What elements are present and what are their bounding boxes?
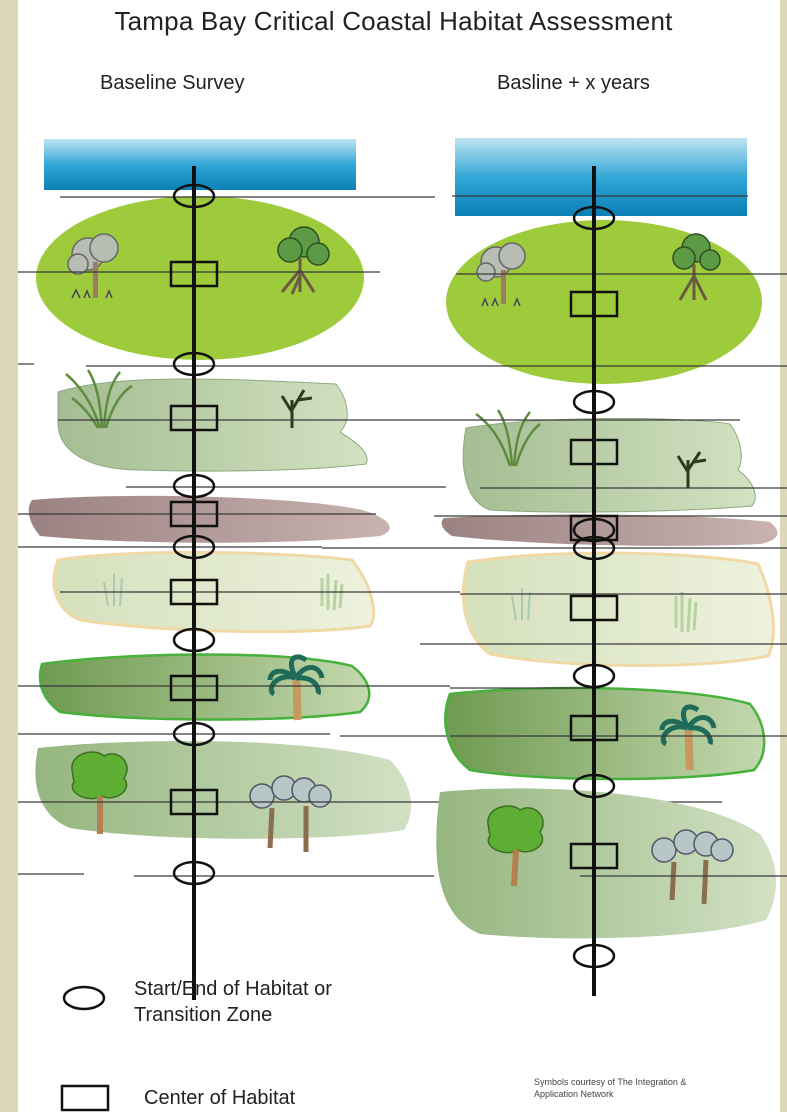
water-zone [455, 138, 747, 216]
legend-transition-label: Start/End of Habitat or Transition Zone [134, 976, 332, 1028]
legend-rect-icon [62, 1086, 108, 1110]
credit-line1: Symbols courtesy of The Integration & [534, 1076, 784, 1088]
salt-flat-zone [463, 553, 773, 665]
legend-ellipse-icon [64, 987, 104, 1009]
credit-line2: Application Network [534, 1088, 784, 1100]
later-transect [322, 138, 787, 996]
legend-transition-line2: Transition Zone [134, 1002, 332, 1028]
upland-habitat [36, 196, 364, 360]
forest-zone [436, 788, 776, 938]
legend-transition-line1: Start/End of Habitat or [134, 976, 332, 1002]
palm-zone [445, 688, 764, 779]
legend-center-label: Center of Habitat [144, 1085, 295, 1111]
symbol-credit: Symbols courtesy of The Integration & Ap… [534, 1076, 784, 1100]
water-zone [44, 139, 356, 190]
